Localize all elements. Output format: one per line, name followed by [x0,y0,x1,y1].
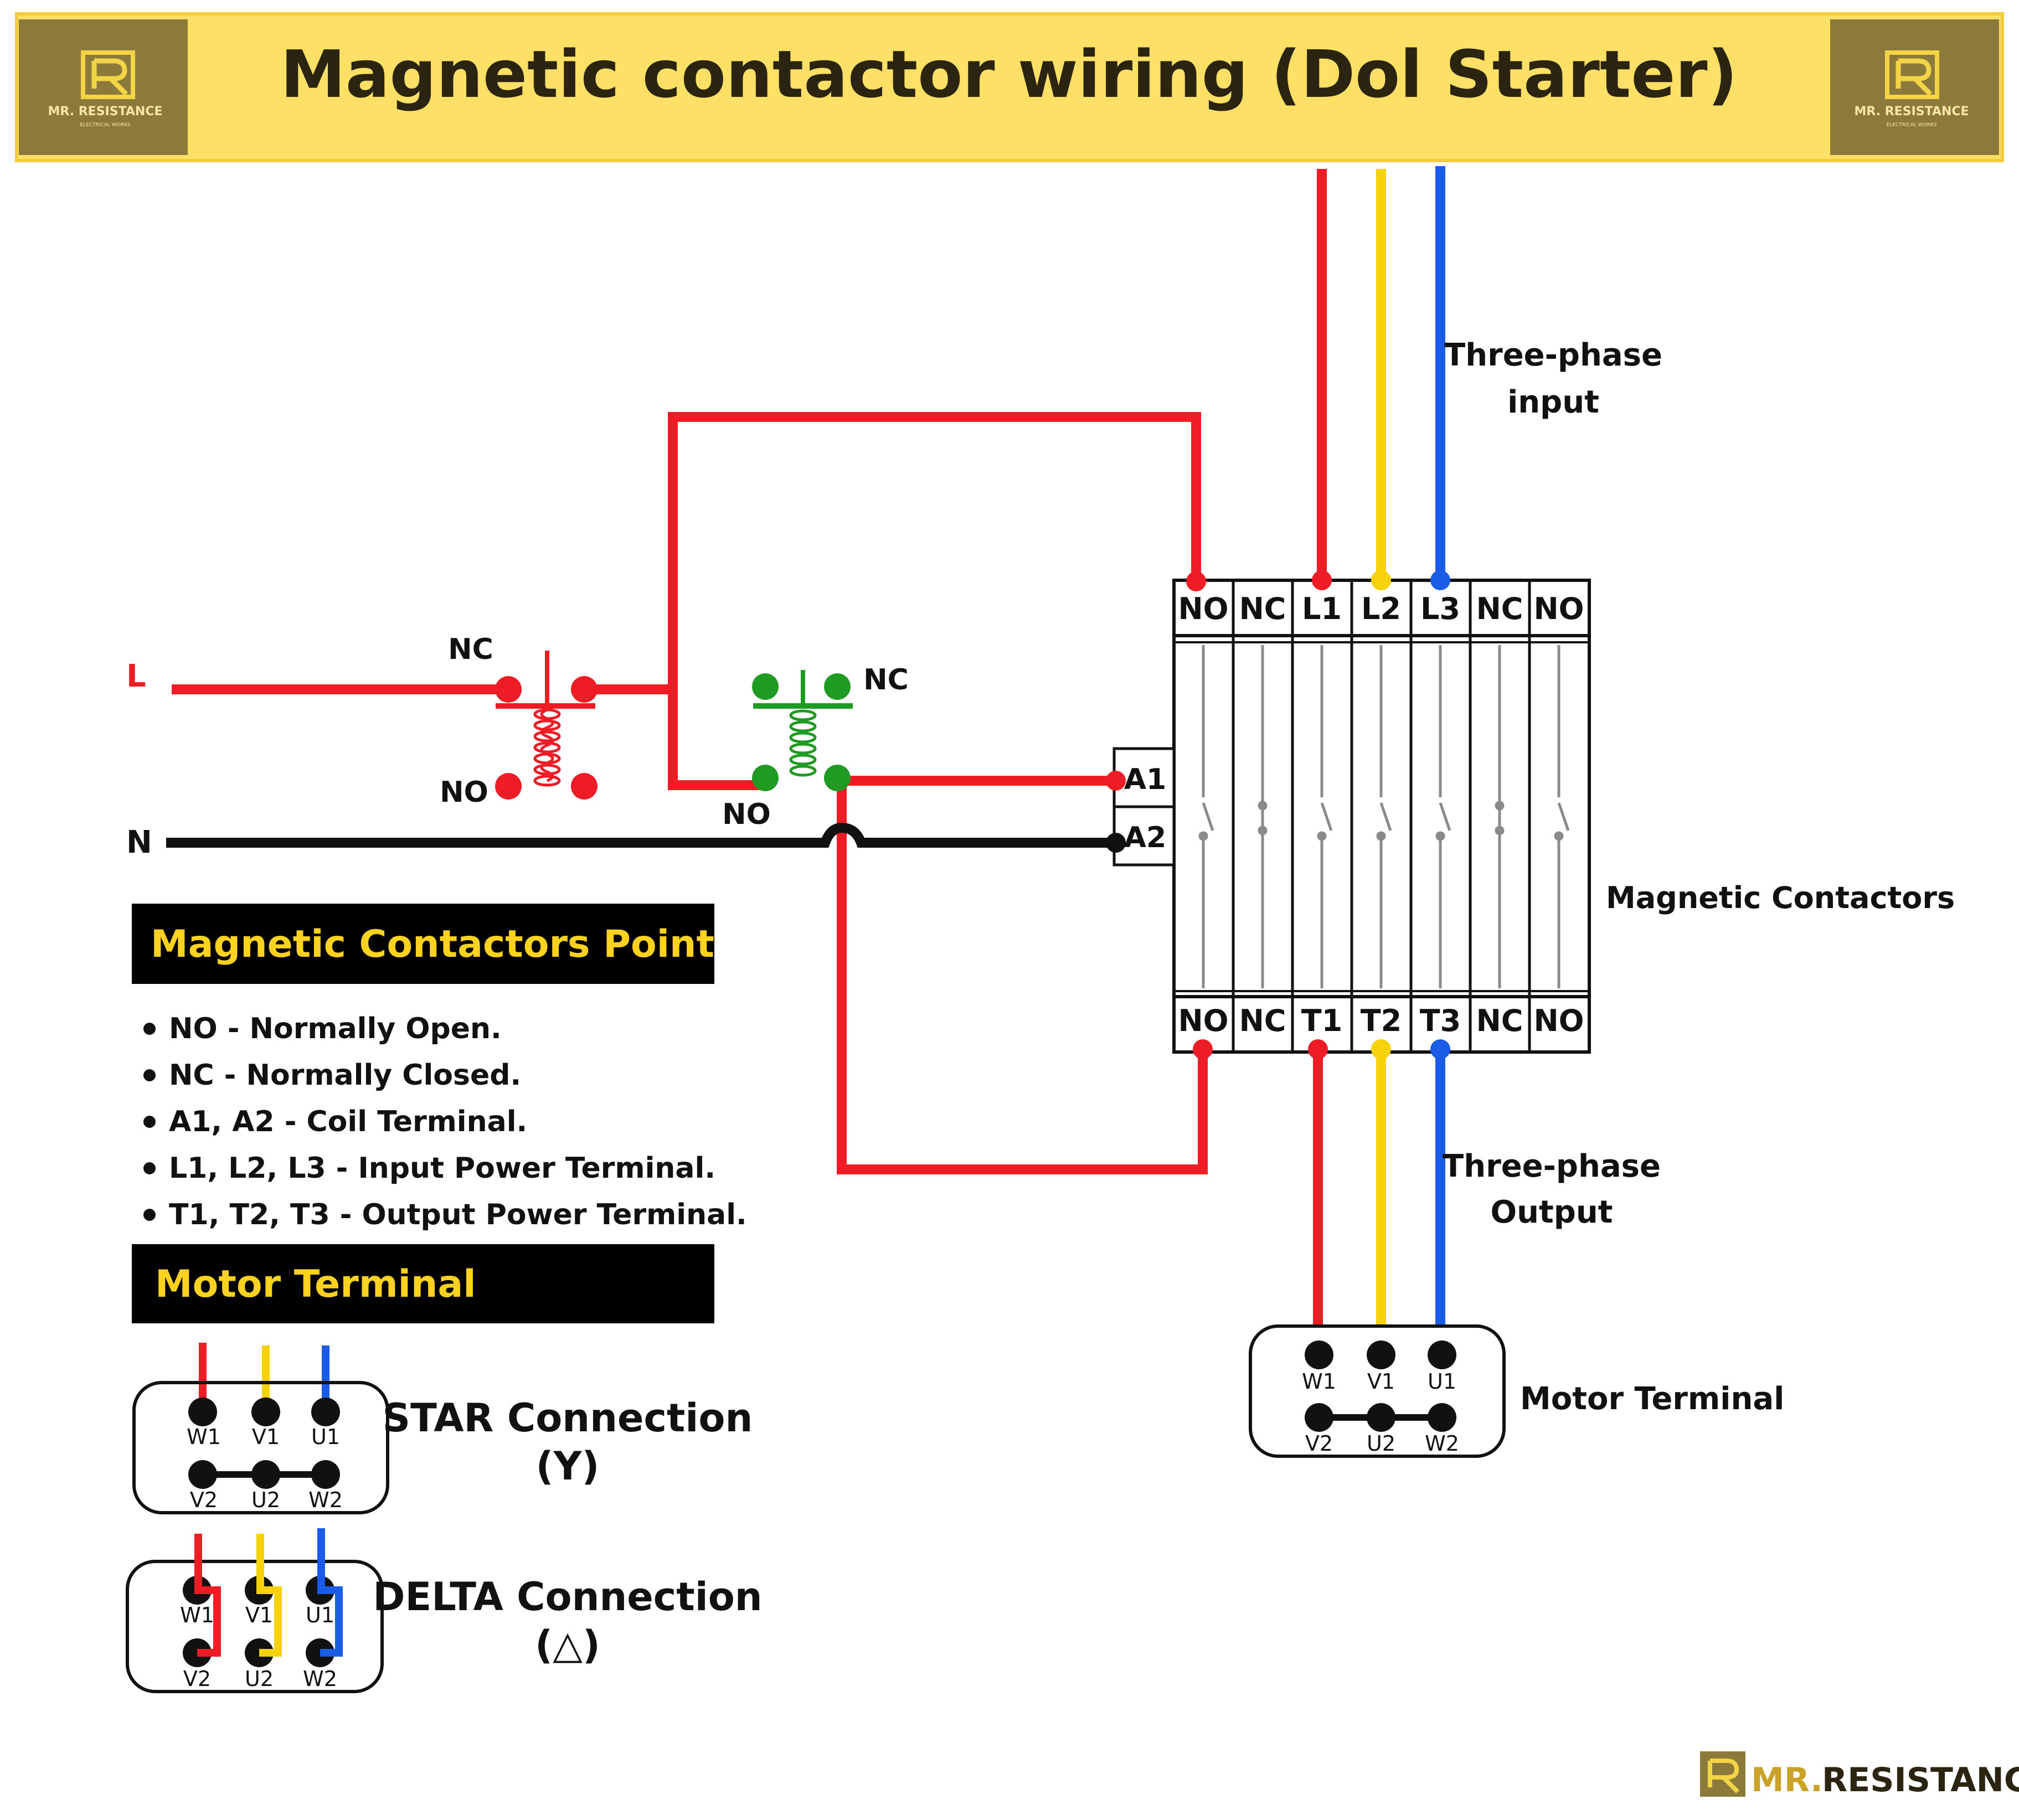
top-terminal: L2 [1361,591,1401,626]
legend-title-bar [132,904,714,984]
delta-w1: W1 [180,1603,214,1627]
coil-terminal-a1: A1 [1124,763,1166,796]
delta-label: DELTA Connection [373,1574,762,1620]
footer-brand-a: MR. [1751,1761,1823,1800]
logo-r-glyph [91,58,128,96]
delta-u1: U1 [306,1603,334,1627]
delta-u2: U2 [245,1667,274,1691]
three-phase-output: Three-phase Output [1308,1039,1661,1354]
stop-nc-label: NC [448,633,493,666]
delta-connection: W1 V1 U1 V2 U2 W2 DELTA Connection (△) [126,1528,763,1693]
star-connection: W1 V1 U1 V2 U2 W2 STAR Connection (Y) [132,1343,753,1514]
logo-left [19,19,188,155]
logo-left-text: MR. RESISTANCE [48,105,162,118]
star-label: STAR Connection [383,1395,753,1441]
line-label: L [126,658,146,694]
start-nc-label: NC [863,663,909,697]
input-label-line2: input [1507,384,1599,420]
input-label-line1: Three-phase [1444,337,1662,373]
logo-right [1830,19,1999,155]
bottom-terminal: NO [1178,1003,1228,1038]
bottom-terminal: NO [1533,1003,1584,1038]
terminal-v1: V1 [1367,1369,1395,1394]
star-u2: U2 [251,1488,280,1512]
delta-w2: W2 [303,1667,337,1691]
terminal-w2: W2 [1425,1431,1459,1456]
footer-brand-b: RESISTANCE [1822,1761,2019,1800]
legend-item: NO - Normally Open. [169,1012,502,1045]
top-terminal: NC [1239,591,1286,626]
top-terminal: L1 [1302,591,1342,626]
logo-right-mark: MR. RESISTANCE ELECTRICAL WORKS [1854,50,1969,128]
header-band [15,12,2004,162]
star-w1: W1 [187,1425,221,1449]
logo-r-glyph [1896,58,1933,96]
legend-item: L1, L2, L3 - Input Power Terminal. [169,1152,715,1185]
logo-left-sub: ELECTRICAL WORKS [80,122,131,128]
neutral-label: N [126,824,152,860]
logo-left-mark: MR. RESISTANCE ELECTRICAL WORKS [48,50,163,128]
stop-push-button: NC NO [440,633,598,809]
top-terminal: NO [1178,591,1228,626]
legend: Magnetic Contactors Point NO - Normally … [132,904,747,1231]
bottom-terminal: T1 [1301,1003,1342,1038]
wire-neutral [166,822,1116,848]
internal-contacts [1198,645,1570,988]
delta-v1: V1 [245,1603,273,1627]
motor-terminal-box: W1 V1 U1 V2 U2 W2 Motor Terminal [1249,1324,1784,1458]
bottom-terminal: NC [1239,1003,1286,1038]
star-w2: W2 [308,1488,343,1512]
logo-icon [1885,50,1939,99]
star-v2: V2 [190,1488,218,1512]
output-label-line2: Output [1491,1194,1613,1230]
legend-item: T1, T2, T3 - Output Power Terminal. [169,1198,747,1231]
start-push-button: NC NO [722,663,909,831]
bottom-terminal: T3 [1420,1003,1461,1038]
motor-terminal-label: Motor Terminal [1520,1381,1784,1417]
logo-icon [81,50,135,99]
logo-right-text: MR. RESISTANCE [1854,105,1969,118]
bottom-terminal: NC [1476,1003,1523,1038]
bottom-terminal: T2 [1361,1003,1402,1038]
stop-no-label: NO [440,776,488,809]
start-no-label: NO [722,798,771,831]
terminal-u1: U1 [1428,1369,1456,1394]
top-terminal: NO [1533,591,1584,626]
motor-section-title: Motor Terminal [155,1262,476,1306]
motor-section: Motor Terminal W1 V1 U1 V2 U2 W2 STAR Co… [126,1244,763,1693]
logo-right-sub: ELECTRICAL WORKS [1886,122,1937,128]
control-wiring: L N [126,412,1213,1174]
contactor: NO NC L1 L2 L3 NC NO NO NC T1 T2 T3 NC N… [1112,579,1955,1054]
motor-title-bar [132,1244,714,1323]
delta-v2: V2 [183,1667,211,1691]
terminal-w1: W1 [1302,1369,1336,1394]
top-terminal: L3 [1420,591,1460,626]
star-u1: U1 [311,1425,340,1449]
contactor-label: Magnetic Contactors [1606,880,1955,915]
legend-item: NC - Normally Closed. [169,1059,521,1092]
top-terminal: NC [1476,591,1523,626]
terminal-v2: V2 [1305,1431,1333,1456]
coil-terminal-a2: A2 [1124,821,1166,854]
legend-title: Magnetic Contactors Point [151,922,714,966]
header: MR. RESISTANCE ELECTRICAL WORKS MR. RESI… [15,12,2004,162]
delta-symbol: (△) [535,1622,600,1668]
legend-item: A1, A2 - Coil Terminal. [169,1105,527,1138]
footer-brand: MR. RESISTANCE [1700,1751,2019,1800]
star-symbol: (Y) [536,1443,600,1489]
terminal-u2: U2 [1367,1431,1395,1456]
page-title: Magnetic contactor wiring (Dol Starter) [280,36,1737,112]
delta-box [126,1560,384,1693]
output-label-line1: Three-phase [1443,1148,1661,1184]
star-v1: V1 [252,1425,280,1449]
star-box [132,1381,389,1514]
three-phase-input: Three-phase input [1312,166,1662,590]
